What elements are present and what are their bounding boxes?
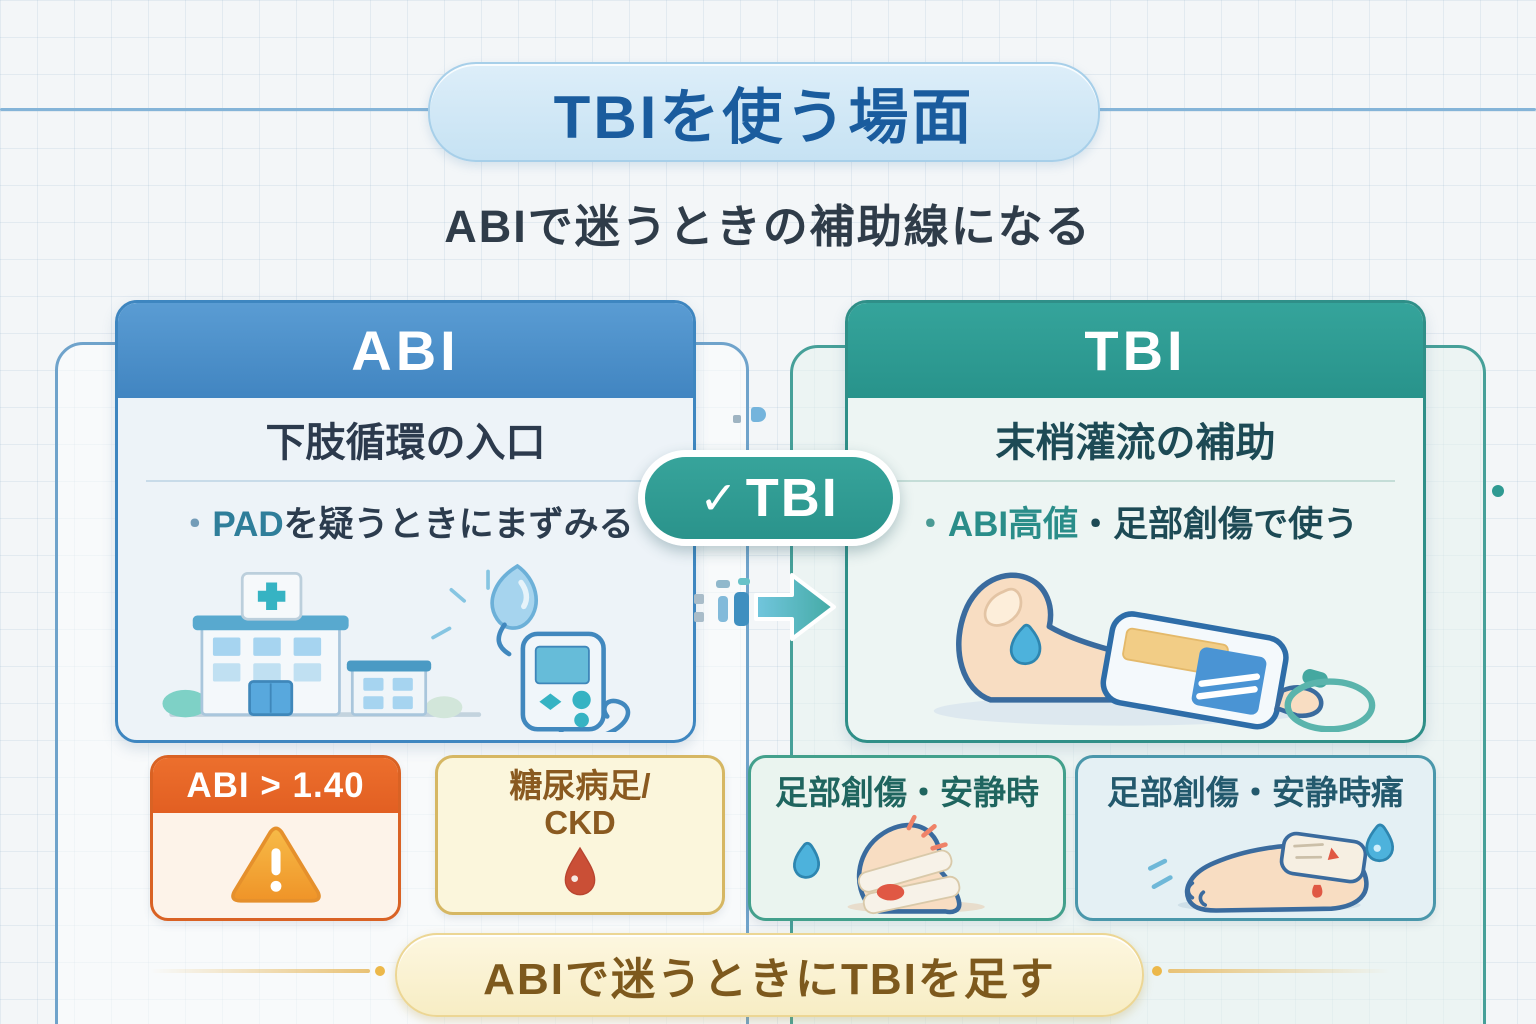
bandaged-foot-icon bbox=[792, 814, 985, 915]
footer-rule-right bbox=[1168, 969, 1390, 973]
card-foot-wound-rest-illustration bbox=[757, 808, 1057, 916]
connector-dash-icon bbox=[751, 407, 766, 422]
card-abi-high-body bbox=[153, 813, 398, 915]
abi-card-title: ABI bbox=[351, 319, 460, 382]
tbi-card-bullet: ・ABI高値・足部創傷で使う bbox=[848, 496, 1423, 547]
footer-dot-left bbox=[375, 966, 385, 976]
bullet-highlight: PAD bbox=[212, 505, 284, 544]
bullet-highlight: ABI高値 bbox=[947, 505, 1079, 544]
arrow-right-icon bbox=[694, 573, 836, 641]
tbi-card-divider bbox=[876, 480, 1395, 482]
card-dm-title-line1: 糖尿病足/ bbox=[509, 767, 651, 804]
title-banner: TBIを使う場面 bbox=[428, 62, 1100, 162]
warning-triangle-icon bbox=[230, 825, 321, 903]
bullet-text: を疑うときにまずみる bbox=[283, 505, 634, 544]
connector-dot-icon bbox=[733, 415, 741, 423]
footer-rule-left bbox=[150, 969, 370, 973]
footer-banner-text: ABIで迷うときにTBIを足す bbox=[483, 955, 1056, 1004]
bullet-marker: ・ bbox=[177, 505, 213, 544]
abi-card-divider bbox=[146, 480, 665, 482]
check-icon: ✓ bbox=[699, 472, 738, 524]
card-abi-high-title: ABI > 1.40 bbox=[186, 765, 365, 805]
card-abi-high-header: ABI > 1.40 bbox=[153, 758, 398, 813]
tbi-card: TBI 末梢灌流の補助 ・ABI高値・足部創傷で使う bbox=[845, 300, 1426, 743]
tbi-card-title: TBI bbox=[1084, 319, 1187, 382]
tbi-card-header: TBI bbox=[848, 303, 1423, 398]
page-subtitle: ABIで迷うときの補助線になる bbox=[444, 201, 1092, 252]
card-foot-wound-rest-pain-title: 足部創傷・安静時痛 bbox=[1107, 774, 1404, 811]
bullet-marker: ・ bbox=[912, 505, 948, 544]
tbi-card-heading: 末梢灌流の補助 bbox=[995, 421, 1276, 465]
page-title: TBIを使う場面 bbox=[553, 83, 975, 151]
toe-cuff-foot-icon bbox=[933, 572, 1376, 733]
abi-card-header: ABI bbox=[118, 303, 693, 398]
title-rule-left bbox=[0, 108, 432, 111]
connector-end-dot-icon bbox=[1492, 485, 1504, 497]
tbi-card-illustration bbox=[866, 544, 1405, 733]
tbi-check-badge: ✓ TBI bbox=[638, 450, 900, 546]
title-rule-right bbox=[1094, 108, 1536, 111]
abi-card-illustration bbox=[136, 544, 675, 740]
badge-label: TBI bbox=[745, 468, 839, 528]
foot-with-drop-icon bbox=[1147, 823, 1395, 913]
blood-drop-icon bbox=[564, 846, 596, 896]
abi-card-heading: 下肢循環の入口 bbox=[265, 421, 546, 465]
card-foot-wound-rest-pain: 足部創傷・安静時痛 bbox=[1075, 755, 1436, 921]
card-foot-wound-rest: 足部創傷・安静時 bbox=[748, 755, 1066, 921]
card-abi-high-value: ABI > 1.40 bbox=[150, 755, 401, 921]
card-foot-wound-rest-title: 足部創傷・安静時 bbox=[775, 774, 1039, 811]
flow-arrow bbox=[692, 550, 842, 660]
bullet-text: ・足部創傷で使う bbox=[1078, 505, 1359, 544]
footer-banner: ABIで迷うときにTBIを足す bbox=[395, 933, 1144, 1017]
card-foot-wound-rest-pain-illustration bbox=[1084, 808, 1427, 916]
abi-card-bullet: ・PADを疑うときにまずみる bbox=[118, 496, 693, 547]
hospital-and-doppler-icon bbox=[162, 563, 631, 740]
footer-dot-right bbox=[1152, 966, 1162, 976]
card-diabetes-ckd: 糖尿病足/ CKD bbox=[435, 755, 725, 915]
abi-card: ABI 下肢循環の入口 ・PADを疑うときにまずみる bbox=[115, 300, 696, 743]
card-dm-title-line2: CKD bbox=[544, 803, 616, 841]
